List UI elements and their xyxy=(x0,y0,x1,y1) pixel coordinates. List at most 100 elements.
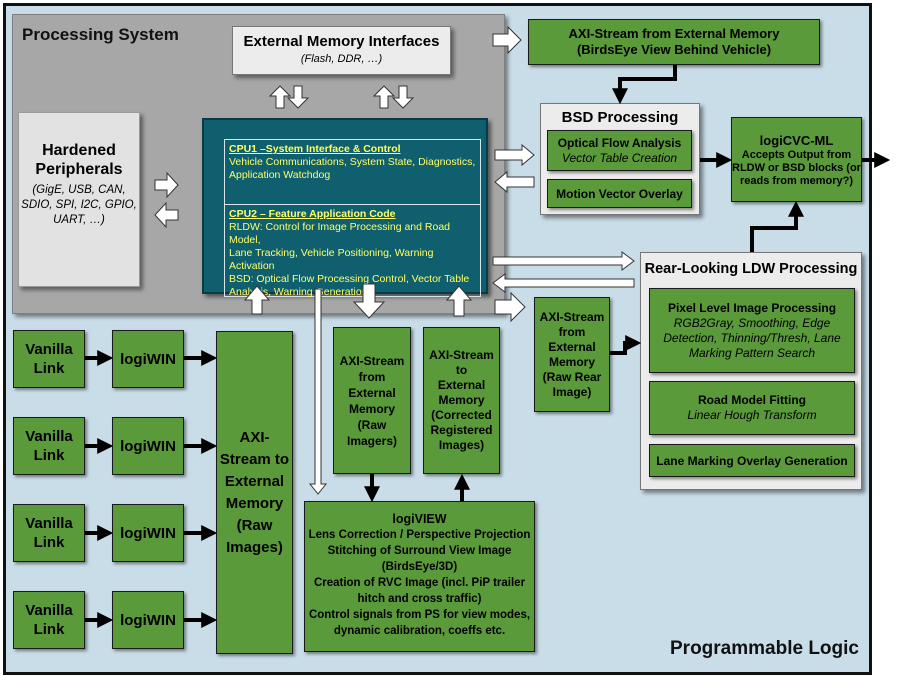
road-model-fitting-box: Road Model Fitting Linear Hough Transfor… xyxy=(649,381,855,435)
cpu-block: CPU1 –System Interface & Control Vehicle… xyxy=(202,118,488,298)
vanilla-link-line: Vanilla xyxy=(25,515,73,532)
down-block-arrow xyxy=(391,85,415,109)
logicvc-ml-line: Accepts Output from xyxy=(741,148,852,161)
logiview-line: Creation of RVC Image (incl. PiP trailer xyxy=(313,577,526,589)
pixel-level-processing-box: Pixel Level Image Processing RGB2Gray, S… xyxy=(649,288,855,373)
axi-raw-imagers-line: Imagers) xyxy=(346,433,398,448)
axi-raw-imagers-line: AXI-Stream xyxy=(339,353,405,368)
axi-raw-rear-line: Memory xyxy=(548,354,595,369)
axi-raw-rear-line: (Raw Rear xyxy=(542,369,602,384)
road-model-fitting-sub: Linear Hough Transform xyxy=(687,408,817,422)
road-model-fitting-title: Road Model Fitting xyxy=(698,393,806,407)
axi-corrected-line: (Corrected xyxy=(431,408,492,422)
axi-raw-images-line: AXI- xyxy=(239,428,270,446)
optical-flow-analysis-box: Optical Flow Analysis Vector Table Creat… xyxy=(547,130,692,171)
pixel-level-processing-line: Marking Pattern Search xyxy=(688,345,816,360)
axi-raw-images-line: Memory xyxy=(225,494,284,512)
logicvc-ml-line: RLDW or BSD blocks (or xyxy=(732,161,861,174)
hardened-peripherals-line: (GigE, USB, CAN, xyxy=(32,184,126,196)
pixel-level-processing-line: Detection, Thinning/Thresh, Lane xyxy=(663,330,841,345)
cpu1-line: Vehicle Communications, System State, Di… xyxy=(229,156,476,168)
cpu1-line: Application Watchdog xyxy=(229,169,331,181)
vanilla-link-box: Vanilla Link xyxy=(13,330,85,388)
hardened-peripherals-box: Hardened Peripherals (GigE, USB, CAN, SD… xyxy=(18,112,140,287)
motion-vector-overlay-label: Motion Vector Overlay xyxy=(556,186,683,201)
logiwin-label: logiWIN xyxy=(120,611,176,629)
cpu1-box: CPU1 –System Interface & Control Vehicle… xyxy=(224,139,481,205)
vanilla-link-line: Vanilla xyxy=(25,341,73,358)
optical-flow-analysis-title: Optical Flow Analysis xyxy=(557,135,682,150)
logiwin-label: logiWIN xyxy=(120,437,176,455)
cpu2-box: CPU2 – Feature Application Code RLDW: Co… xyxy=(224,205,481,298)
motion-vector-overlay-box: Motion Vector Overlay xyxy=(547,179,692,208)
axi-raw-rear-line: from External xyxy=(548,324,596,354)
vanilla-link-box: Vanilla Link xyxy=(13,591,85,649)
logicvc-ml-box: logiCVC-ML Accepts Output from RLDW or B… xyxy=(731,117,862,202)
left-block-arrow xyxy=(494,170,535,194)
vanilla-link-line: Link xyxy=(33,447,65,464)
logiview-line: Lens Correction / Perspective Projection xyxy=(308,529,531,541)
vanilla-link-box: Vanilla Link xyxy=(13,417,85,475)
logiview-title: logiVIEW xyxy=(392,512,447,526)
logiview-box: logiVIEW Lens Correction / Perspective P… xyxy=(304,501,535,652)
logiview-line: Control signals from PS for view modes, xyxy=(308,609,531,621)
up-block-arrow xyxy=(372,85,396,109)
pixel-level-processing-title: Pixel Level Image Processing xyxy=(667,300,837,315)
axi-raw-rear-line: Image) xyxy=(552,384,592,399)
down-thin-arrow xyxy=(308,288,328,495)
right-block-arrow xyxy=(494,291,526,323)
rldw-to-logicvc-arrow xyxy=(750,200,804,252)
axi-birdseye-line-2: (BirdsEye View Behind Vehicle) xyxy=(576,42,772,57)
external-memory-interfaces-sub: (Flash, DDR, …) xyxy=(300,53,383,65)
pixel-level-processing-line: RGB2Gray, Smoothing, Edge xyxy=(673,315,831,330)
right-block-arrow xyxy=(492,25,522,55)
vanilla-link-line: Link xyxy=(33,621,65,638)
axi-raw-images-line: External xyxy=(224,472,285,490)
cpu1-title: CPU1 –System Interface & Control xyxy=(229,143,401,155)
logiwin-box: logiWIN xyxy=(112,591,184,649)
axi-raw-images-line: Images) xyxy=(226,538,283,556)
axi-corrected-line: Images) xyxy=(438,438,485,452)
bsd-processing-title: BSD Processing xyxy=(561,109,679,126)
axi-raw-rear-line: AXI-Stream xyxy=(539,309,605,324)
vanilla-link-line: Vanilla xyxy=(25,602,73,619)
right-block-arrow xyxy=(494,143,535,167)
vanilla-link-line: Vanilla xyxy=(25,428,73,445)
logiview-line: dynamic calibration, coeffs etc. xyxy=(333,625,506,637)
up-block-arrow xyxy=(445,285,473,317)
programmable-logic-label: Programmable Logic xyxy=(670,638,859,659)
birdseye-to-bsd-arrow xyxy=(612,65,677,105)
hardened-peripherals-title-1: Hardened xyxy=(42,142,116,159)
axi-corrected-line: Memory xyxy=(438,393,485,407)
cpu2-line: BSD: Optical Flow Processing Control, Ve… xyxy=(229,273,470,285)
processing-system-label: Processing System xyxy=(22,25,179,44)
hardened-peripherals-line: SDIO, SPI, I2C, GPIO, xyxy=(21,199,137,211)
right-block-arrow xyxy=(154,171,179,199)
axi-birdseye-line-1: AXI-Stream from External Memory xyxy=(568,26,780,41)
lane-marking-overlay-label: Lane Marking Overlay Generation xyxy=(656,453,848,468)
down-block-arrow xyxy=(352,283,386,319)
logiview-line: (BirdsEye/3D) xyxy=(381,561,458,573)
axi-corrected-line: Registered xyxy=(430,423,493,437)
left-block-arrow xyxy=(154,201,179,229)
external-memory-interfaces-title: External Memory Interfaces xyxy=(243,33,440,50)
axi-stream-raw-imagers-box: AXI-Stream from External Memory (Raw Ima… xyxy=(333,327,411,474)
axi-corrected-line: AXI-Stream to xyxy=(429,348,494,377)
rear-ldw-processing-title: Rear-Looking LDW Processing xyxy=(644,261,858,277)
axi-raw-imagers-line: (Raw xyxy=(357,417,387,432)
logiview-line: Stitching of Surround View Image xyxy=(327,545,512,557)
logicvc-ml-line: reads from memory?) xyxy=(739,174,854,187)
lane-marking-overlay-box: Lane Marking Overlay Generation xyxy=(649,444,855,477)
up-block-arrow xyxy=(243,285,271,315)
hardened-peripherals-line: UART, …) xyxy=(53,214,105,226)
logiwin-label: logiWIN xyxy=(120,350,176,368)
axi-rear-to-rldw-arrow xyxy=(610,335,642,355)
vanilla-link-line: Link xyxy=(33,360,65,377)
axi-raw-imagers-line: from External xyxy=(348,369,396,400)
logiwin-label: logiWIN xyxy=(120,524,176,542)
hardened-peripherals-title-2: Peripherals xyxy=(35,161,123,178)
logiwin-box: logiWIN xyxy=(112,504,184,562)
external-memory-interfaces-box: External Memory Interfaces (Flash, DDR, … xyxy=(232,26,451,75)
cpu2-title: CPU2 – Feature Application Code xyxy=(229,208,396,220)
